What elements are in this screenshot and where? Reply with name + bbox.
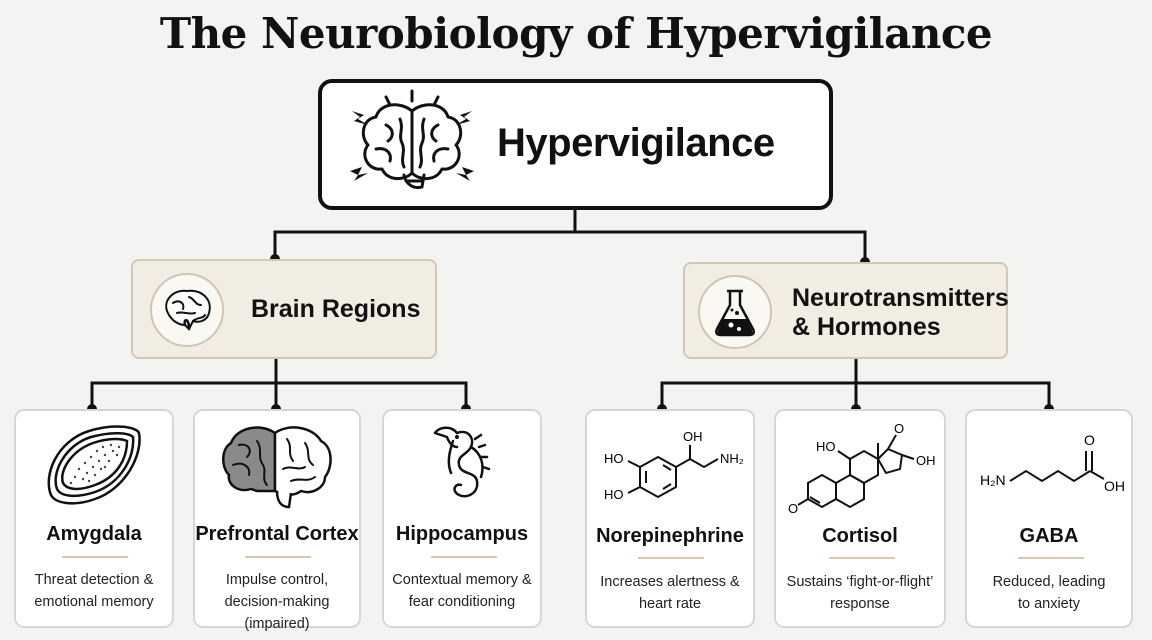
leaf-description: Impulse control, decision-making (impair… bbox=[224, 572, 330, 632]
leaf-hippocampus: Hippocampus Contextual memory & fear con… bbox=[382, 409, 542, 628]
leaf-description: Contextual memory & fear conditioning bbox=[392, 572, 532, 610]
gaba-structure-icon: H₂N O OH bbox=[967, 421, 1131, 511]
atom-label: O bbox=[788, 501, 798, 516]
leaf-title: Norepinephrine bbox=[596, 525, 744, 547]
norepinephrine-structure-icon: OH HO HO NH₂ bbox=[587, 417, 753, 519]
category-brain-regions: Brain Regions bbox=[131, 259, 437, 359]
root-node: Hypervigilance bbox=[318, 79, 833, 210]
atom-label: O bbox=[894, 421, 904, 436]
brain-cortex-icon bbox=[195, 419, 359, 511]
brain-section-icon bbox=[150, 273, 224, 347]
leaf-divider bbox=[431, 556, 497, 558]
category-label: Brain Regions bbox=[251, 295, 421, 323]
leaf-norepinephrine: OH HO HO NH₂ Norepinephrine Increases al… bbox=[585, 409, 755, 628]
leaf-title: Amygdala bbox=[46, 523, 142, 545]
atom-label: NH₂ bbox=[720, 451, 744, 466]
atom-label: OH bbox=[683, 429, 703, 444]
leaf-description: Threat detection & emotional memory bbox=[34, 572, 154, 610]
leaf-divider bbox=[62, 556, 128, 558]
leaf-amygdala: Amygdala Threat detection & emotional me… bbox=[14, 409, 174, 628]
leaf-description: Increases alertness & heart rate bbox=[600, 574, 740, 612]
leaf-prefrontal-cortex: Prefrontal Cortex Impulse control, decis… bbox=[193, 409, 361, 632]
page-title: The Neurobiology of Hypervigilance bbox=[159, 9, 993, 58]
leaf-divider bbox=[1018, 557, 1084, 559]
leaf-cortisol: HO O OH O Cortisol Sustains ‘fight-or-fl… bbox=[774, 409, 946, 628]
category-label: Neurotransmitters & Hormones bbox=[792, 284, 1009, 341]
root-label: Hypervigilance bbox=[497, 121, 775, 165]
leaf-title: Hippocampus bbox=[395, 523, 529, 545]
leaf-divider bbox=[638, 557, 704, 559]
atom-label: HO bbox=[604, 451, 624, 466]
cortisol-structure-icon: HO O OH O bbox=[776, 417, 944, 521]
category-neurotransmitters-hormones: Neurotransmitters & Hormones bbox=[683, 262, 1009, 359]
atom-label: HO bbox=[604, 487, 624, 502]
amygdala-icon bbox=[16, 419, 172, 509]
brain-alert-icon bbox=[342, 89, 482, 209]
leaf-description: Reduced, leading to anxiety bbox=[992, 574, 1106, 612]
atom-label: OH bbox=[1104, 478, 1124, 494]
leaf-divider bbox=[829, 557, 895, 559]
leaf-title: Cortisol bbox=[822, 525, 898, 547]
atom-label: HO bbox=[816, 439, 836, 454]
leaf-gaba: H₂N O OH GABA Reduced, leading to anxiet… bbox=[965, 409, 1133, 628]
leaf-divider bbox=[245, 556, 311, 558]
atom-label: O bbox=[1084, 432, 1095, 448]
seahorse-icon bbox=[384, 419, 540, 515]
leaf-description: Sustains ‘fight-or-flight’ response bbox=[786, 574, 934, 612]
atom-label: OH bbox=[916, 453, 936, 468]
atom-label: H₂N bbox=[980, 472, 1006, 488]
leaf-title: Prefrontal Cortex bbox=[195, 523, 359, 545]
leaf-title: GABA bbox=[1019, 525, 1079, 547]
flask-icon bbox=[698, 275, 772, 349]
